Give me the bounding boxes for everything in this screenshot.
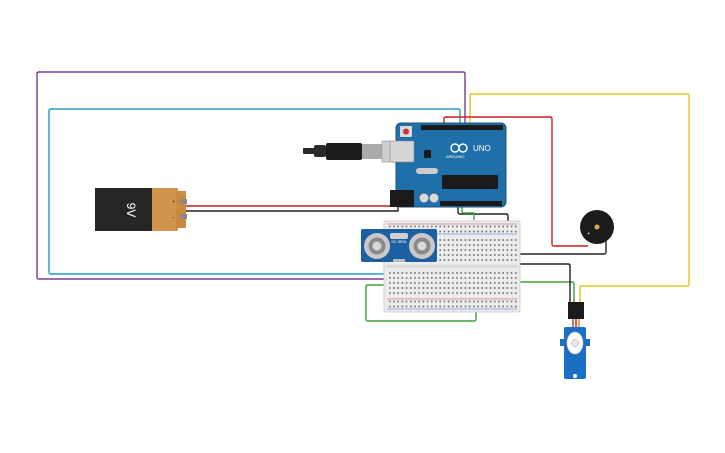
wire-black-servo[interactable] <box>509 263 571 308</box>
battery-9v[interactable]: 9V + − <box>95 188 187 231</box>
brand-label: ARDUINO <box>446 154 464 159</box>
arduino-board[interactable]: UNO ARDUINO <box>389 122 507 208</box>
digital-header[interactable] <box>421 125 503 130</box>
wire-purple[interactable] <box>36 71 466 280</box>
battery-label: 9V <box>124 203 138 218</box>
usb-cable[interactable] <box>303 140 405 163</box>
wire-yellow[interactable] <box>469 93 690 308</box>
piezo-buzzer[interactable]: + <box>580 210 614 244</box>
wire-cyan[interactable] <box>48 108 461 275</box>
power-analog-header[interactable] <box>440 201 502 206</box>
model-label: UNO <box>473 144 491 153</box>
wire-red-battery[interactable] <box>186 199 393 207</box>
servo-motor[interactable] <box>560 302 590 379</box>
ultrasonic-sensor[interactable]: HC-SR04 <box>361 229 437 262</box>
svg-text:+: + <box>587 231 590 237</box>
usb-port <box>389 140 415 163</box>
wire-black-buzzer[interactable] <box>508 239 607 260</box>
wire-red-buzzer[interactable] <box>443 116 588 247</box>
power-jack[interactable] <box>390 190 414 207</box>
wire-black-gnd[interactable] <box>457 204 509 241</box>
wire-black-battery[interactable] <box>186 203 399 212</box>
battery-minus-label: − <box>172 215 175 221</box>
battery-plus-label: + <box>172 199 175 205</box>
arduino-logo <box>450 143 468 153</box>
microcontroller-chip <box>442 175 498 189</box>
wire-green-servo[interactable] <box>498 281 575 308</box>
wire-green-short[interactable] <box>461 204 475 220</box>
sensor-label: HC-SR04 <box>392 240 407 244</box>
wire-green-loop[interactable] <box>365 282 477 322</box>
